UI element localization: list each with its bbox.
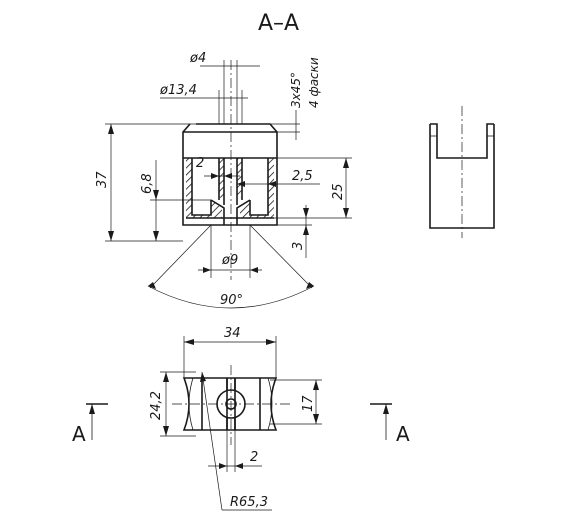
dim-height-total: 37 — [95, 171, 110, 188]
section-marker-right: A — [370, 403, 410, 446]
dim-bottom-gap: 3 — [291, 242, 306, 250]
dim-depth-outer: 24,2 — [149, 391, 164, 420]
dim-slot: 2 — [250, 450, 258, 465]
dim-d-bottom: ø9 — [221, 253, 238, 268]
section-title: A–A — [258, 11, 299, 36]
dim-height-inner: 6,8 — [140, 173, 155, 194]
side-view — [429, 106, 495, 238]
section-marker-left: A — [72, 403, 108, 446]
dim-d-bore: ø13,4 — [159, 83, 197, 98]
section-mark-left: A — [72, 422, 86, 446]
dim-chamfer-note: 4 фаски — [307, 57, 321, 108]
dim-angle: 90° — [220, 293, 243, 308]
dim-wall-bottom: 2,5 — [292, 169, 313, 184]
dim-height-cup: 25 — [331, 183, 346, 200]
top-view — [172, 365, 290, 445]
hatch-center-left — [219, 158, 224, 200]
cone-left — [210, 199, 225, 225]
inner-left — [191, 158, 212, 216]
section-mark-right: A — [396, 422, 410, 446]
dim-chamfer: 3x45° — [289, 72, 303, 108]
section-view — [182, 60, 278, 280]
section-dimensions: ø4 ø13,4 3x45° 4 фаски 37 6,8 2 — [95, 51, 352, 309]
dim-d-hole: ø4 — [189, 51, 206, 66]
dim-width: 34 — [224, 326, 241, 341]
hatch-center-right — [237, 158, 242, 200]
hatch-left — [186, 158, 222, 218]
inner-right — [249, 158, 269, 216]
dim-depth-inner: 17 — [301, 395, 316, 412]
hatch-right — [240, 158, 274, 218]
top-outline — [182, 377, 278, 431]
dim-wall: 2 — [196, 156, 204, 171]
dim-radius: R65,3 — [230, 495, 268, 510]
cone-right — [236, 199, 251, 225]
top-dimensions: 34 24,2 17 2 R65,3 — [149, 326, 322, 511]
